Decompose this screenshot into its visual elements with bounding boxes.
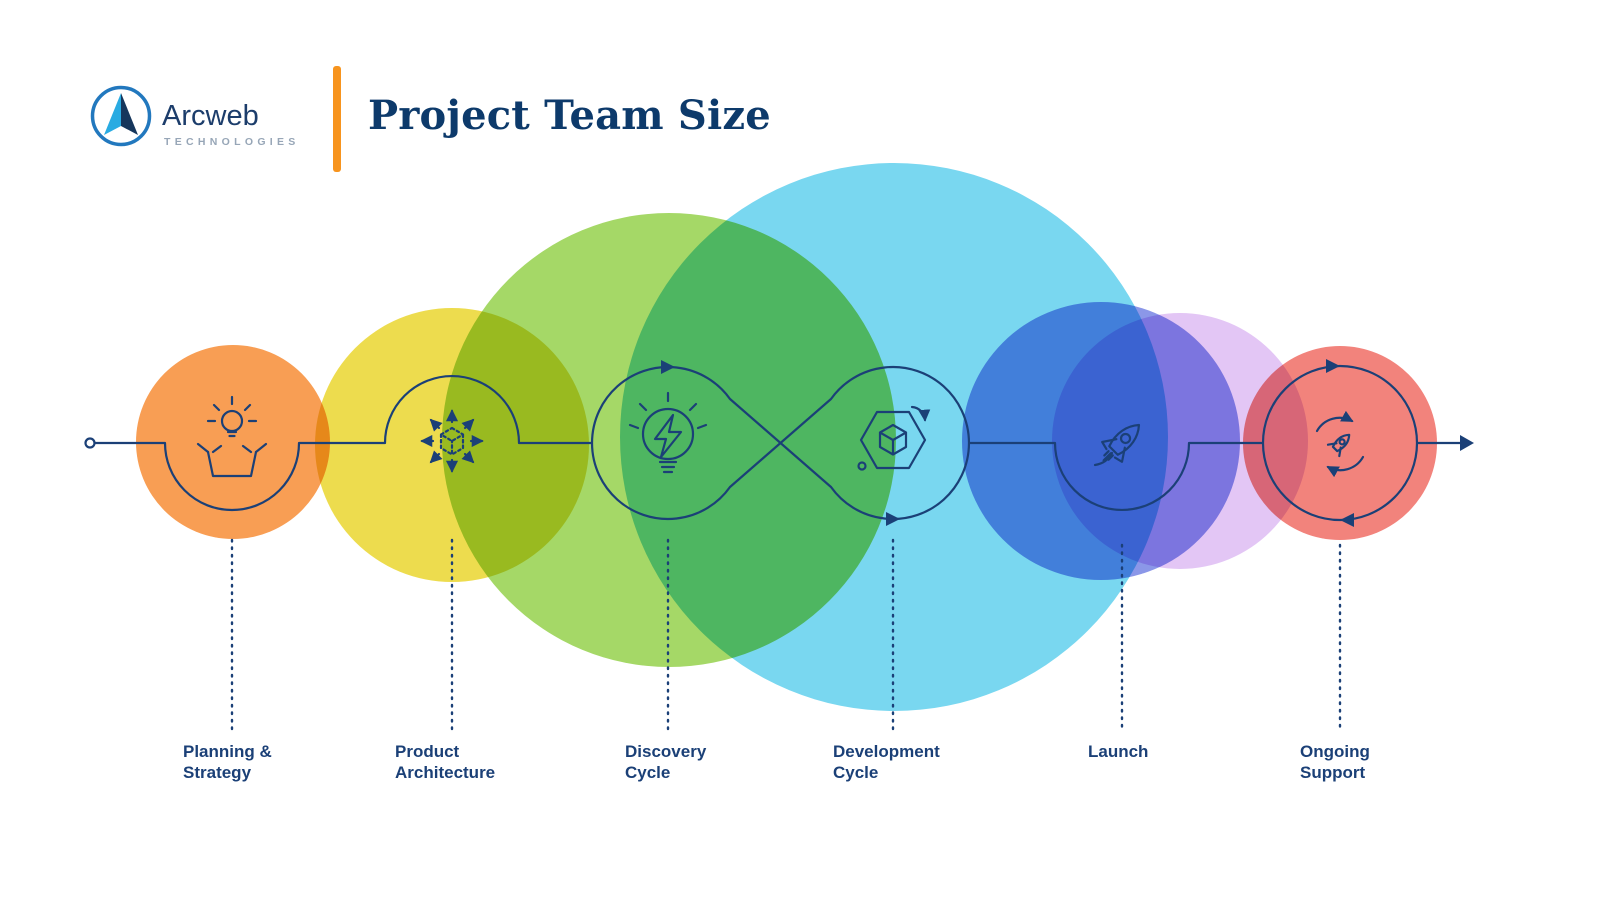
hexagon-cube-icon [857,405,931,471]
rocket-icon [1093,423,1141,467]
cube-expand-icon [420,409,484,473]
bulb-bolt-icon [628,391,708,474]
discovery-loop-arrow-icon [661,360,675,374]
logo-mark-light-icon [104,93,121,135]
flow-path [93,365,1464,521]
support-loop-arrow-top-icon [1326,359,1340,373]
support-cycle-icon [1315,410,1365,478]
idea-box-icon [196,395,268,478]
flow-end-arrow-icon [1460,435,1474,451]
arcweb-logo: Arcweb TECHNOLOGIES [90,85,300,148]
page-title: Project Team Size [368,92,771,139]
label-product-architecture: Product Architecture [395,742,496,782]
label-development-cycle: Development Cycle [833,742,940,782]
logo-mark-dark-icon [121,93,138,135]
flow-line [84,364,1464,733]
circle-development [620,163,1168,711]
label-ongoing-support: Ongoing Support [1300,742,1370,782]
label-discovery-cycle: Discovery Cycle [625,742,707,782]
support-loop-arrow-bottom-icon [1340,513,1354,527]
flow-arrowheads [661,359,1474,527]
circle-launch-overlap [1052,313,1308,569]
development-loop-arrow-icon [886,512,900,526]
divider-bar [333,66,341,172]
brand-subtitle: TECHNOLOGIES [164,136,300,148]
flow-start-dot [84,437,96,449]
header-divider [333,66,341,172]
label-planning-strategy: Planning & Strategy [183,742,272,782]
brand-name: Arcweb [162,100,259,132]
label-launch: Launch [1088,742,1149,761]
